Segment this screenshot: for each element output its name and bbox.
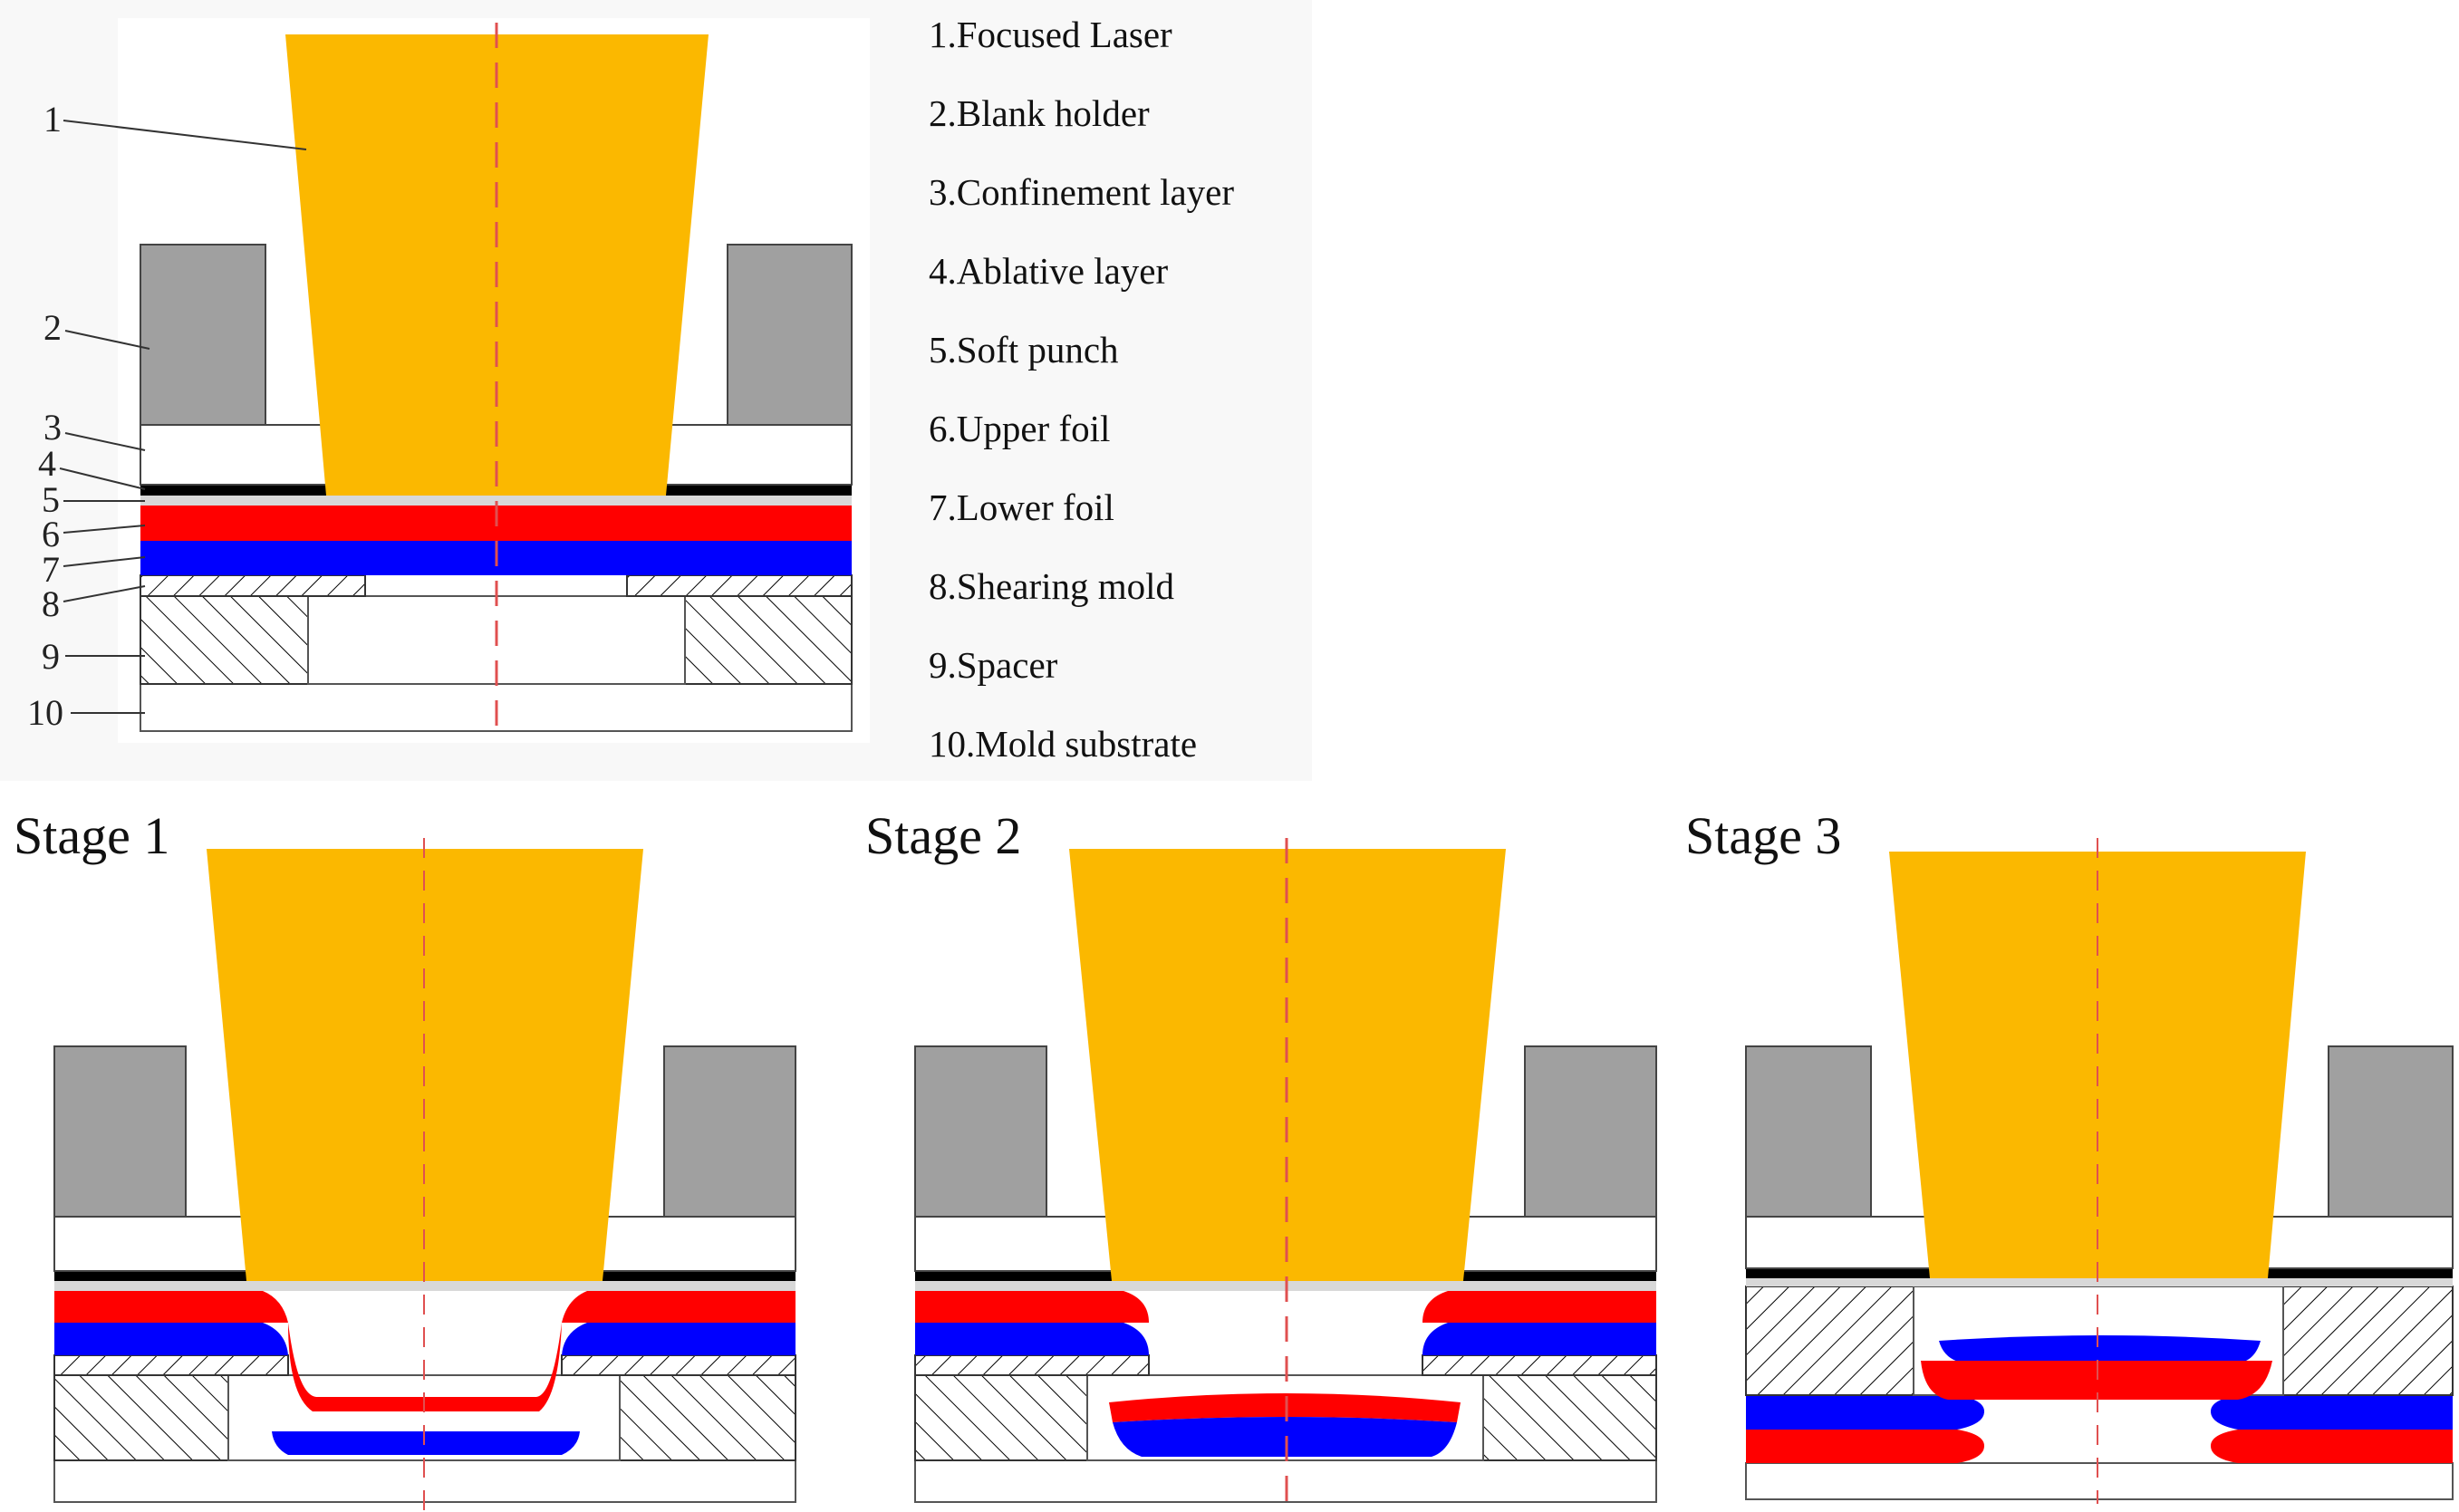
stage-2-lower-foil-right xyxy=(1422,1323,1656,1355)
callout-10: 10 xyxy=(27,692,63,733)
callout-2: 2 xyxy=(43,307,62,348)
stage-3-mold-substrate xyxy=(1745,1462,2454,1500)
callout-4: 4 xyxy=(38,443,56,484)
legend-item-7: 7.Lower foil xyxy=(929,486,1114,528)
stage-2-upper-foil-left xyxy=(915,1291,1149,1323)
callout-1-leader xyxy=(63,120,307,150)
legend-item-4: 4.Ablative layer xyxy=(929,250,1168,292)
callout-9: 9 xyxy=(42,636,60,677)
shearing-mold-right xyxy=(626,574,853,597)
stage-3-blank-holder-right xyxy=(2328,1045,2454,1218)
stage-1-sheared-upper-foil xyxy=(288,1323,562,1411)
stage-2-shearing-mold-left xyxy=(914,1354,1150,1376)
stage-2-shearing-mold-right xyxy=(1422,1354,1657,1376)
stage-2-sheared-lower-foil xyxy=(1113,1417,1457,1457)
stage-1-lower-foil-left xyxy=(54,1323,288,1355)
stage-2-spacer-left xyxy=(914,1374,1088,1461)
callout-8: 8 xyxy=(42,583,60,624)
stage-3-sheared-lower-foil xyxy=(1939,1335,2261,1363)
stage-1-blank-holder-right xyxy=(663,1045,796,1218)
stage-1-title: Stage 1 xyxy=(14,806,169,865)
stage-2-title: Stage 2 xyxy=(865,806,1021,865)
stage-3-upper-foil-left xyxy=(1746,1395,1984,1430)
callout-2-leader xyxy=(64,330,150,350)
callout-6: 6 xyxy=(42,514,60,554)
stage-3-shearing-mold-right xyxy=(2282,1286,2454,1396)
overview-figure: 1 2 3 4 5 6 7 8 9 10 1.Focused Laser 2.B… xyxy=(0,0,1312,781)
stage-2-upper-foil-right xyxy=(1422,1291,1656,1323)
stage-1-spacer-left xyxy=(53,1374,229,1461)
stage-3-soft-punch xyxy=(1746,1278,2453,1286)
stage-1-spacer-right xyxy=(619,1374,796,1461)
legend-item-3: 3.Confinement layer xyxy=(929,171,1234,213)
legend-item-5: 5.Soft punch xyxy=(929,329,1119,371)
shearing-mold-left xyxy=(140,574,366,597)
stage-2-focused-laser xyxy=(1069,849,1506,1281)
blank-holder-left xyxy=(140,244,266,426)
stage-3-upper-foil-right xyxy=(2211,1395,2453,1430)
stage-2: Stage 2 xyxy=(865,806,1657,1504)
stage-2-blank-holder-left xyxy=(914,1045,1047,1218)
stage-3-focused-laser xyxy=(1889,852,2306,1278)
stage-1-focused-laser xyxy=(207,849,643,1281)
stage-3-lower-foil-right xyxy=(2211,1430,2453,1463)
stage-1-lower-foil-right xyxy=(562,1323,796,1355)
stage-1-shearing-mold-right xyxy=(561,1354,796,1376)
stage-3: Stage 3 xyxy=(1685,806,2454,1504)
callout-3: 3 xyxy=(43,407,62,448)
legend-item-1: 1.Focused Laser xyxy=(929,14,1172,55)
legend: 1.Focused Laser 2.Blank holder 3.Confine… xyxy=(929,14,1234,765)
legend-item-6: 6.Upper foil xyxy=(929,408,1110,449)
callout-8-leader xyxy=(63,585,146,602)
stage-1-upper-foil-left xyxy=(54,1291,288,1323)
stage-3-title: Stage 3 xyxy=(1685,806,1841,865)
stage-2-sheared-upper-foil xyxy=(1109,1393,1461,1422)
legend-item-2: 2.Blank holder xyxy=(929,92,1150,134)
callout-5: 5 xyxy=(42,479,60,520)
blank-holder-right xyxy=(727,244,853,426)
stage-1-shearing-mold-left xyxy=(53,1354,289,1376)
soft-punch xyxy=(140,496,852,506)
legend-item-8: 8.Shearing mold xyxy=(929,565,1174,607)
stage-3-blank-holder-left xyxy=(1745,1045,1872,1218)
callout-3-leader xyxy=(64,432,146,451)
stage-2-spacer-right xyxy=(1482,1374,1657,1461)
stage-3-shearing-mold-left xyxy=(1745,1286,1914,1396)
callout-4-leader xyxy=(59,467,146,490)
callout-1: 1 xyxy=(43,99,62,140)
stage-3-sheared-upper-foil xyxy=(1921,1361,2272,1400)
spacer-left xyxy=(140,595,309,685)
legend-item-10: 10.Mold substrate xyxy=(929,723,1197,765)
stage-1-upper-foil-right xyxy=(562,1291,796,1323)
stage-1-sheared-lower-foil xyxy=(272,1431,580,1455)
stage-1-blank-holder-left xyxy=(53,1045,187,1218)
spacer-right xyxy=(684,595,853,685)
legend-item-9: 9.Spacer xyxy=(929,644,1058,686)
callout-7: 7 xyxy=(42,549,60,590)
stage-2-blank-holder-right xyxy=(1524,1045,1657,1218)
stage-2-lower-foil-left xyxy=(915,1323,1149,1355)
callouts: 1 2 3 4 5 6 7 8 9 10 xyxy=(27,99,307,733)
callout-6-leader xyxy=(63,525,146,534)
stage-1: Stage 1 xyxy=(14,806,796,1512)
callout-7-leader xyxy=(63,556,146,567)
stage-3-lower-foil-left xyxy=(1746,1430,1984,1463)
stage-1-soft-punch xyxy=(54,1281,796,1291)
